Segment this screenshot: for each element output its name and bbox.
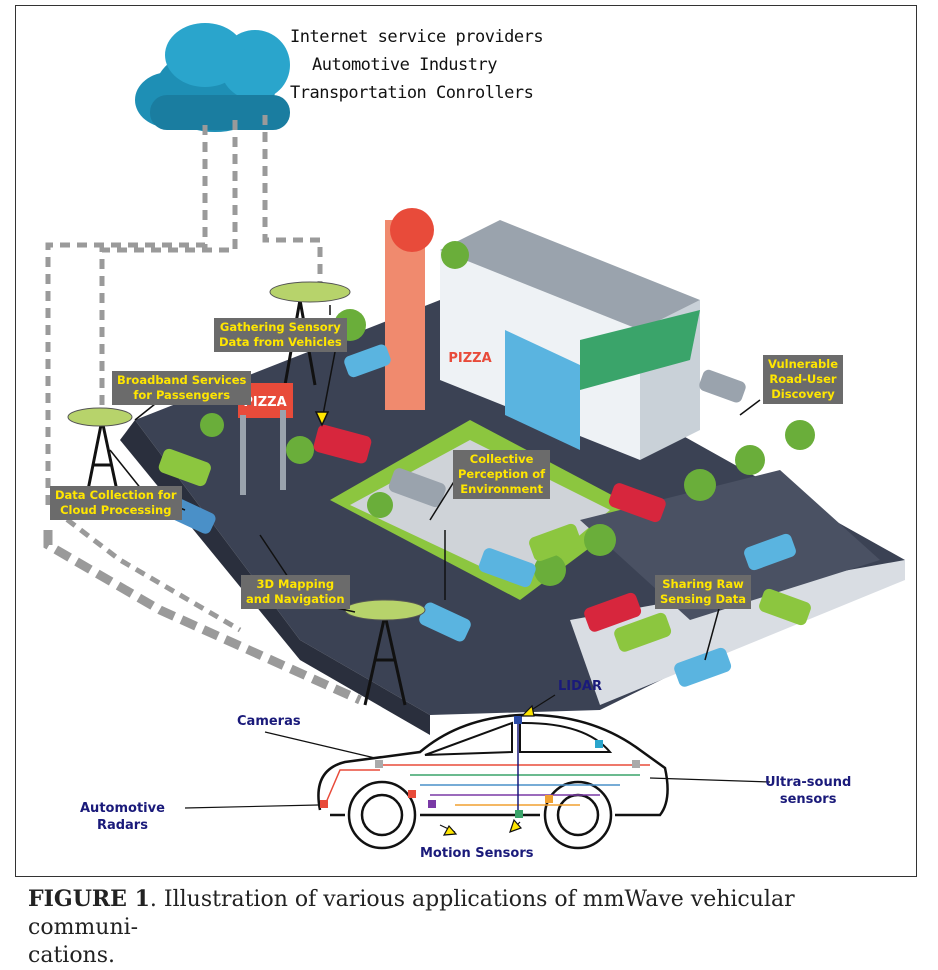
sensor-label-ultrasound: Ultra-sound sensors xyxy=(765,775,852,807)
sensor-label-cameras: Cameras xyxy=(237,714,301,729)
network-links xyxy=(43,115,362,705)
figure-caption: FIGURE 1. Illustration of various applic… xyxy=(28,885,908,970)
label-collective-perception: Collective Perception of Environment xyxy=(453,450,551,499)
label-sharing-raw: Sharing Raw Sensing Data xyxy=(655,575,752,609)
sensor-label-lidar: LIDAR xyxy=(558,679,602,694)
caption-label: FIGURE 1 xyxy=(28,886,150,912)
sensor-car-outline xyxy=(317,713,669,850)
label-3d-mapping: 3D Mapping and Navigation xyxy=(241,575,350,609)
cars xyxy=(158,344,811,687)
sensor-wiring xyxy=(324,720,650,810)
sensor-label-motion: Motion Sensors xyxy=(420,846,534,861)
sensor-label-radars: Automotive Radars xyxy=(80,801,165,833)
label-broadband: Broadband Services for Passengers xyxy=(112,371,252,405)
caption-text: . Illustration of various applications o… xyxy=(28,887,795,968)
pizza-sign-text: PIZZA xyxy=(243,395,286,410)
label-vulnerable-road-user: Vulnerable Road-User Discovery xyxy=(763,355,844,404)
sensor-nodes xyxy=(320,716,640,818)
cloud-line-2: Automotive Industry xyxy=(312,55,497,75)
label-data-collection: Data Collection for Cloud Processing xyxy=(50,486,182,520)
trees xyxy=(200,241,815,586)
pizza-building-text: PIZZA xyxy=(448,351,491,366)
cloud-icon xyxy=(135,23,290,132)
cloud-line-3: Transportation Conrollers xyxy=(290,83,534,103)
pizza-building xyxy=(385,208,700,460)
sensor-arrows xyxy=(184,694,771,836)
label-gathering-sensory: Gathering Sensory Data from Vehicles xyxy=(214,318,347,352)
cell-towers xyxy=(67,281,426,706)
cloud-line-1: Internet service providers xyxy=(290,27,544,47)
